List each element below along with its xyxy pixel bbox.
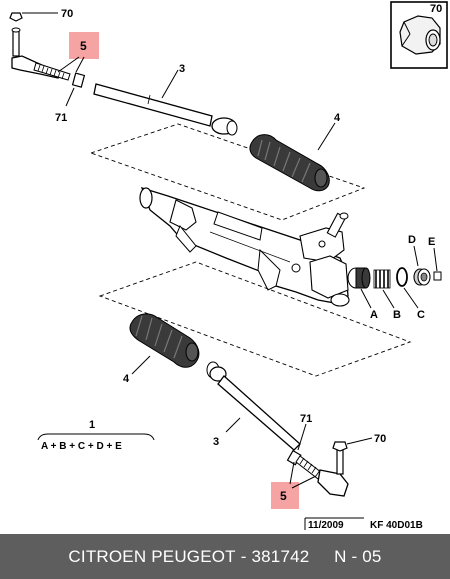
kit-legend: 1 A + B + C + D + E [37, 419, 155, 452]
label-e: E [428, 236, 435, 248]
boot-kit-dashed-frame-top [89, 123, 366, 221]
footer-position: N - 05 [334, 546, 382, 566]
tie-rod-end-bottom: 70 [295, 433, 386, 497]
tie-rod-end-top: 70 [9, 8, 73, 81]
label-1: 1 [89, 419, 95, 431]
drawing-stamp: 11/2009 KF 40D01B [304, 517, 423, 531]
label-4-top: 4 [334, 112, 341, 124]
callout-5-top: 5 [57, 32, 99, 73]
label-a: A [370, 309, 378, 321]
label-71-top: 71 [55, 112, 67, 124]
part-info-footer: CITROEN PEUGEOT - 381742 N - 05 [0, 534, 450, 579]
part-e-lock-nut: E [428, 236, 442, 281]
footer-separator: - [235, 546, 252, 566]
part-a-plunger: A [347, 267, 378, 321]
label-70-bottom: 70 [374, 433, 386, 445]
part-c-o-ring: C [396, 267, 425, 321]
label-70-top: 70 [61, 8, 73, 20]
label-5-top: 5 [80, 39, 87, 53]
label-71-bottom: 71 [300, 413, 312, 425]
label-b: B [393, 309, 401, 321]
footer-brand: CITROEN PEUGEOT [68, 546, 236, 566]
label-5-bottom: 5 [280, 489, 287, 503]
label-3-top: 3 [179, 63, 185, 75]
footer-part-number: 381742 [251, 546, 310, 566]
steering-rack-housing [139, 186, 350, 307]
label-d: D [408, 234, 416, 246]
jam-nut-top: 71 [55, 72, 86, 124]
boot-bottom: 4 [123, 313, 200, 385]
part-d-adjuster-cap: D [408, 234, 431, 286]
label-3-bottom: 3 [213, 436, 219, 448]
label-4-bottom: 4 [123, 373, 130, 385]
callout-5-bottom: 5 [271, 461, 317, 509]
kit-formula: A + B + C + D + E [41, 441, 122, 452]
part-b-spring: B [373, 269, 401, 321]
tie-rod-top: 3 [93, 63, 238, 136]
nut-icon [399, 15, 441, 55]
nut-inset-box: 70 [390, 1, 448, 69]
tie-rod-bottom: 3 [206, 361, 301, 451]
label-70-inset: 70 [430, 3, 442, 15]
stamp-code: KF 40D01B [370, 520, 423, 531]
stamp-date: 11/2009 [308, 520, 344, 531]
boot-top: 4 [249, 112, 341, 192]
boot-kit-dashed-frame-bottom [98, 261, 412, 377]
label-c: C [417, 309, 425, 321]
steering-rack-exploded-diagram: 70 70 5 71 3 [9, 1, 448, 531]
